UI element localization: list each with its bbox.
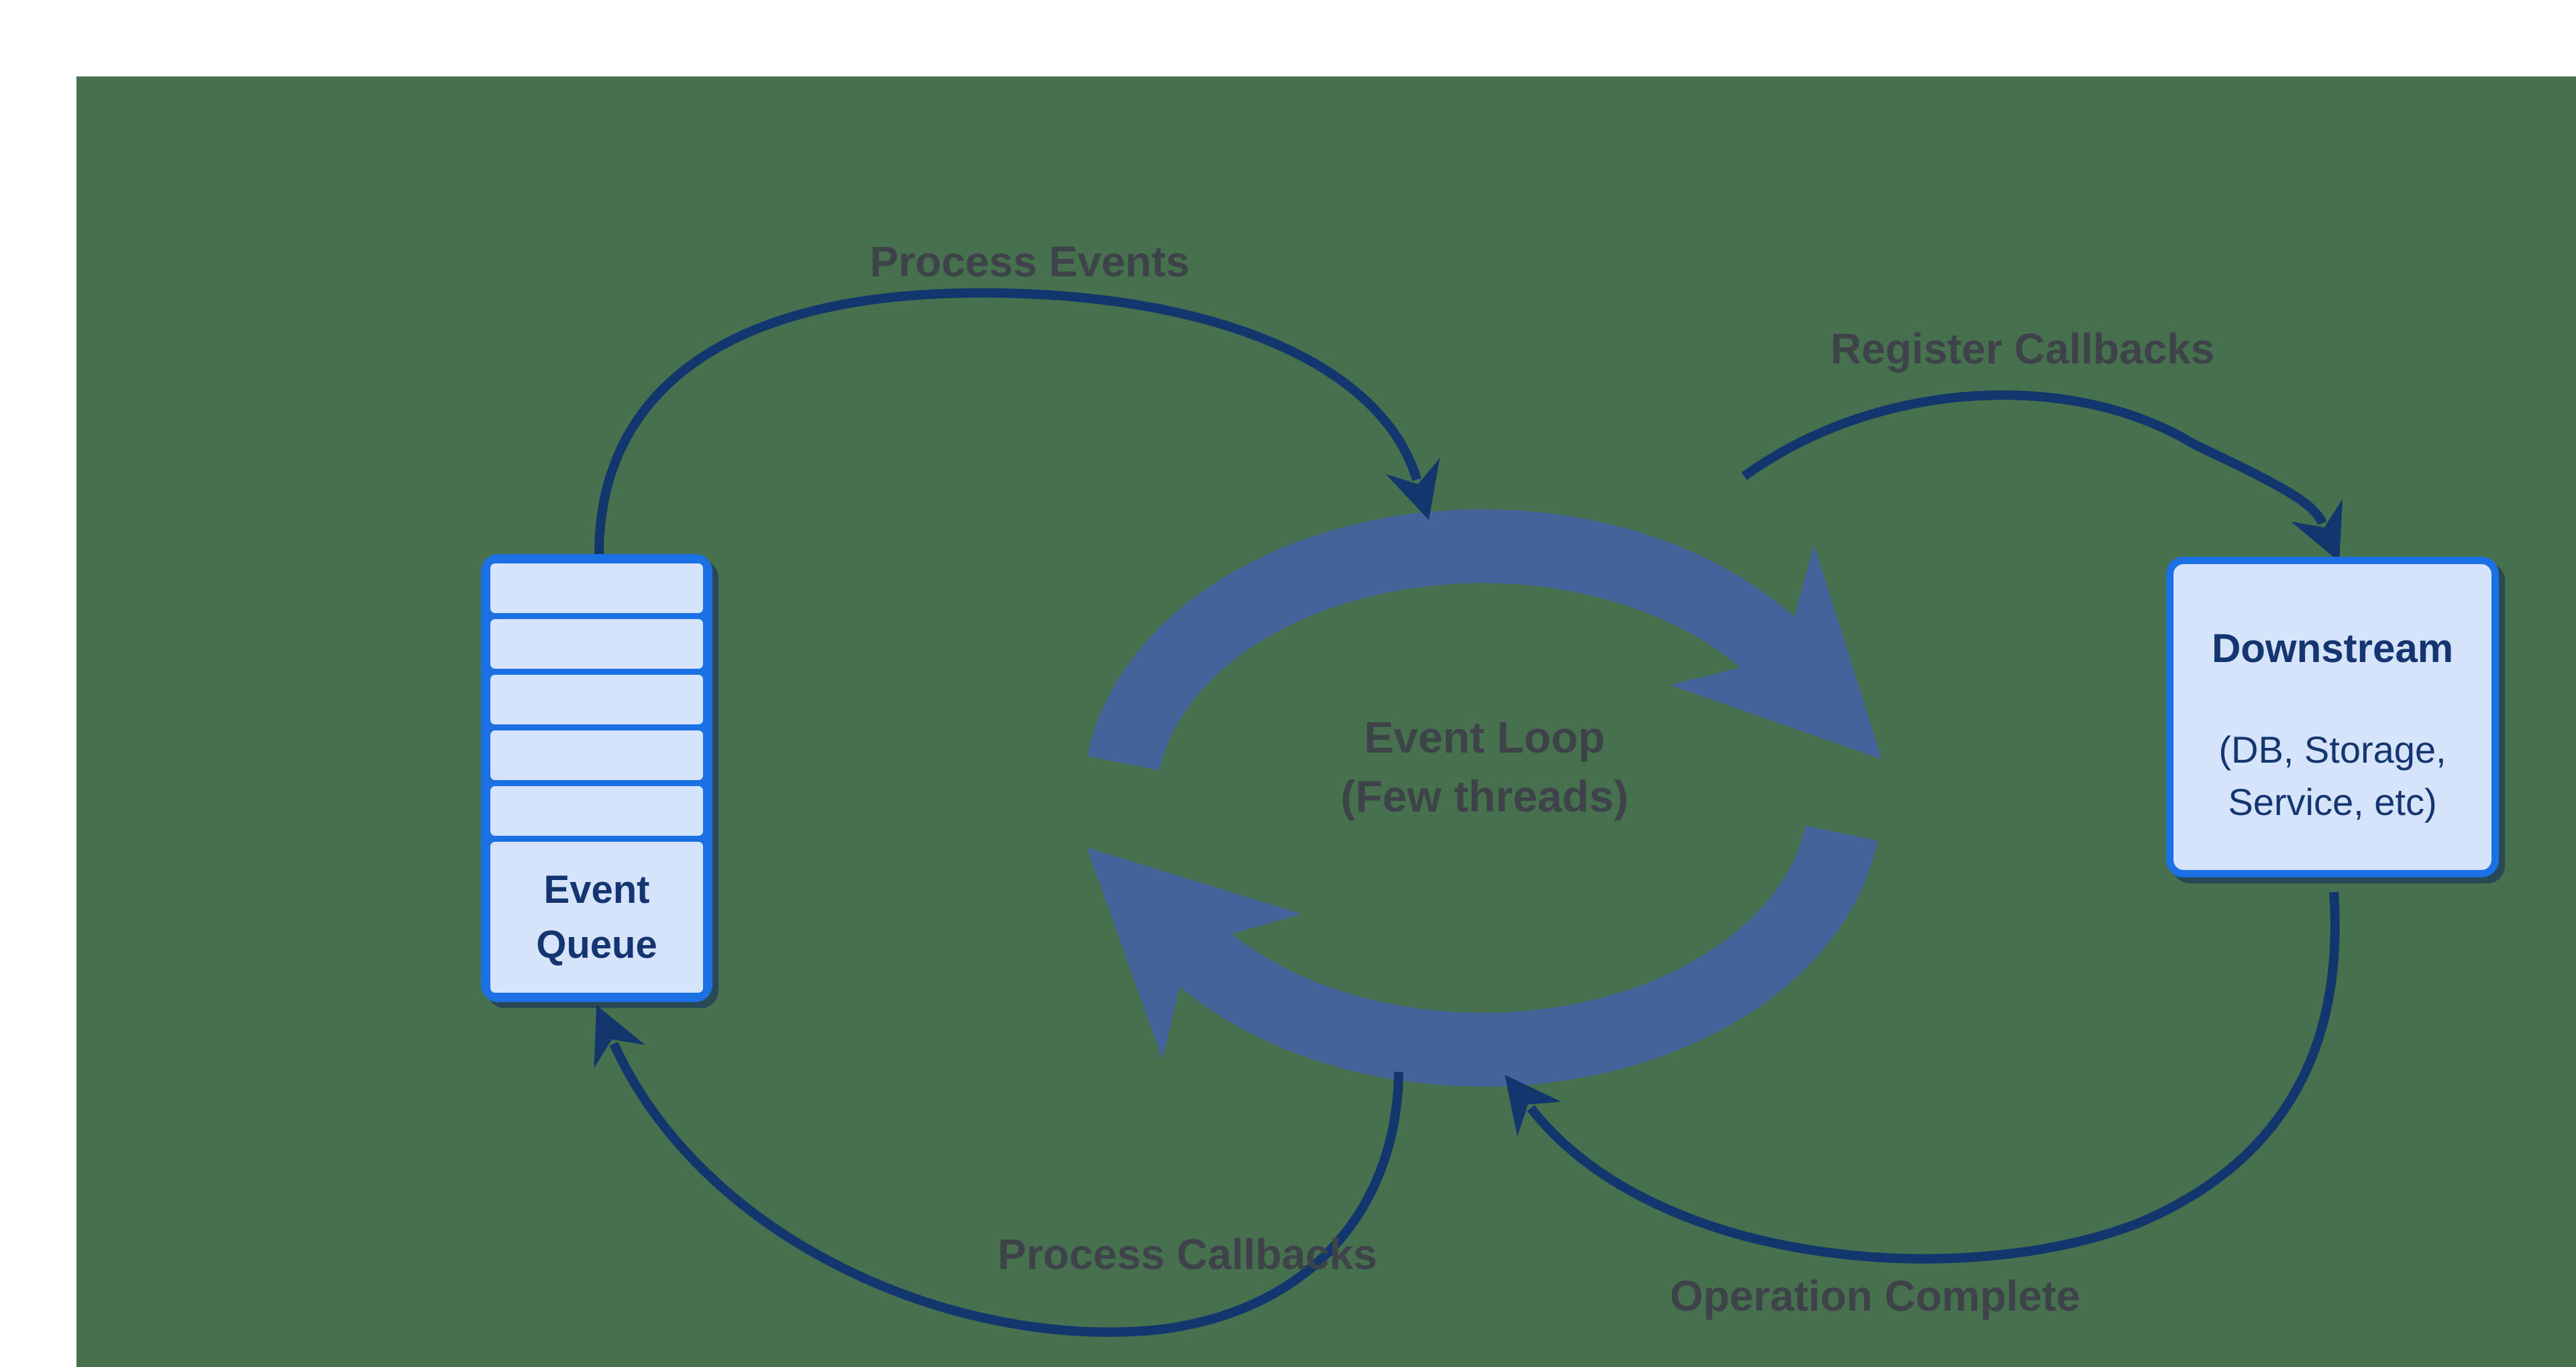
edge-label-register-callbacks: Register Callbacks (1830, 325, 2215, 373)
event-loop-subtitle: (Few threads) (1340, 771, 1629, 821)
edge-register-callbacks (1741, 390, 2343, 562)
edge-label-process-callbacks: Process Callbacks (998, 1230, 1377, 1278)
downstream-node: Downstream (DB, Storage, Service, etc) (2166, 557, 2499, 877)
downstream-subtitle: (DB, Storage, Service, etc) (2218, 728, 2447, 823)
edge-label-process-events: Process Events (869, 237, 1190, 286)
edge-process-events (594, 288, 1440, 559)
event-queue-label: Event Queue (484, 836, 709, 999)
event-loop-top-arrow (1087, 509, 1882, 771)
event-queue-slot (484, 669, 709, 730)
event-loop-caption: Event Loop (Few threads) (1340, 708, 1628, 826)
edge-operation-complete (1505, 891, 2340, 1264)
downstream-title: Downstream (2211, 626, 2454, 671)
event-queue-slot (484, 613, 709, 675)
event-queue-slot (484, 780, 709, 842)
edge-process-callbacks (594, 1005, 1403, 1337)
event-queue-slot (484, 724, 709, 786)
edge-label-operation-complete: Operation Complete (1670, 1272, 2080, 1320)
event-queue-node: Event Queue (481, 554, 712, 1002)
event-queue-slot (484, 557, 709, 619)
event-loop-bottom-arrow (1086, 825, 1878, 1087)
event-loop-title: Event Loop (1364, 712, 1605, 762)
